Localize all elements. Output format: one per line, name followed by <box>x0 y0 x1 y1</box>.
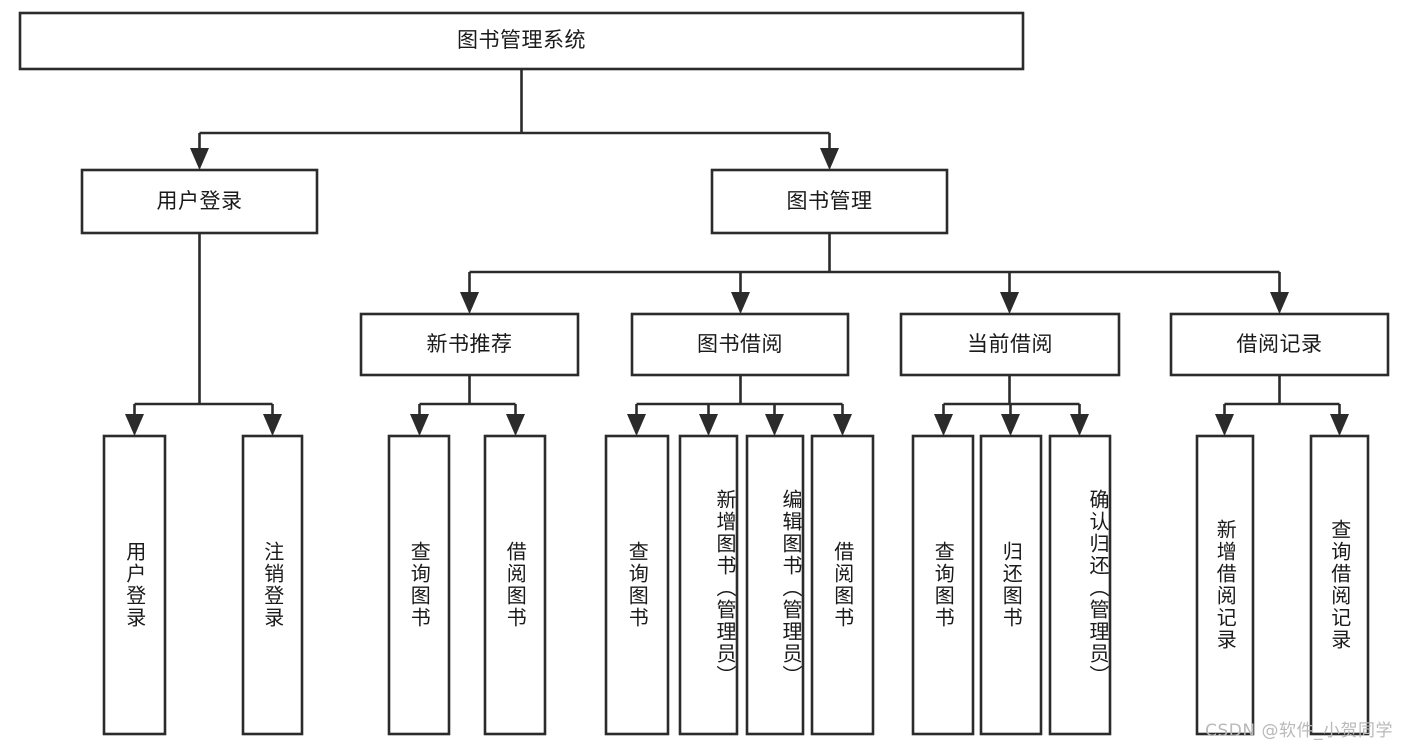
node-box-leaf-7[interactable] <box>745 434 805 736</box>
node-box-leaf-10[interactable] <box>979 434 1043 736</box>
node-box-leaf-4[interactable] <box>483 434 547 736</box>
node-box-leaf-11[interactable] <box>1048 434 1112 736</box>
arrow-head-icon-leaf-3 <box>410 414 429 436</box>
node-box-new-book[interactable] <box>359 312 580 377</box>
node-box-current-borrow[interactable] <box>899 312 1121 377</box>
node-box-borrow-record[interactable] <box>1169 312 1390 377</box>
node-box-leaf-6[interactable] <box>678 434 739 736</box>
node-box-leaf-3[interactable] <box>387 434 451 736</box>
arrow-head-icon-book-manage <box>820 148 839 170</box>
arrow-head-icon-leaf-13 <box>1330 414 1349 436</box>
node-box-leaf-1[interactable] <box>102 434 167 736</box>
node-box-book-manage[interactable] <box>710 168 949 235</box>
node-box-root[interactable] <box>18 11 1025 71</box>
node-box-leaf-12[interactable] <box>1195 434 1255 736</box>
arrow-head-icon-current-borrow <box>1000 292 1019 314</box>
nodes-group <box>18 11 1390 736</box>
arrowheads-group <box>125 148 1349 436</box>
arrow-head-icon-leaf-12 <box>1215 414 1234 436</box>
arrow-head-icon-leaf-2 <box>263 414 282 436</box>
arrow-head-icon-leaf-4 <box>506 414 525 436</box>
arrow-head-icon-leaf-6 <box>699 414 718 436</box>
watermark-text: CSDN @软件_小贺同学 <box>1205 721 1393 741</box>
arrow-head-icon-borrow-record <box>1270 292 1289 314</box>
arrow-head-icon-new-book <box>460 292 479 314</box>
arrow-head-icon-leaf-8 <box>833 414 852 436</box>
arrow-head-icon-leaf-10 <box>1001 414 1020 436</box>
arrow-head-icon-leaf-1 <box>125 414 144 436</box>
arrow-head-icon-leaf-9 <box>934 414 953 436</box>
node-box-leaf-8[interactable] <box>810 434 875 736</box>
node-box-leaf-5[interactable] <box>604 434 670 736</box>
arrow-head-icon-user-login <box>190 148 209 170</box>
arrow-head-icon-leaf-7 <box>765 414 784 436</box>
node-box-user-login[interactable] <box>80 168 319 235</box>
node-box-book-borrow[interactable] <box>630 312 850 377</box>
arrow-head-icon-leaf-5 <box>627 414 646 436</box>
arrow-head-icon-leaf-11 <box>1070 414 1089 436</box>
node-box-leaf-13[interactable] <box>1309 434 1370 736</box>
node-box-leaf-2[interactable] <box>241 434 304 736</box>
arrow-head-icon-book-borrow <box>731 292 750 314</box>
node-box-leaf-9[interactable] <box>911 434 975 736</box>
